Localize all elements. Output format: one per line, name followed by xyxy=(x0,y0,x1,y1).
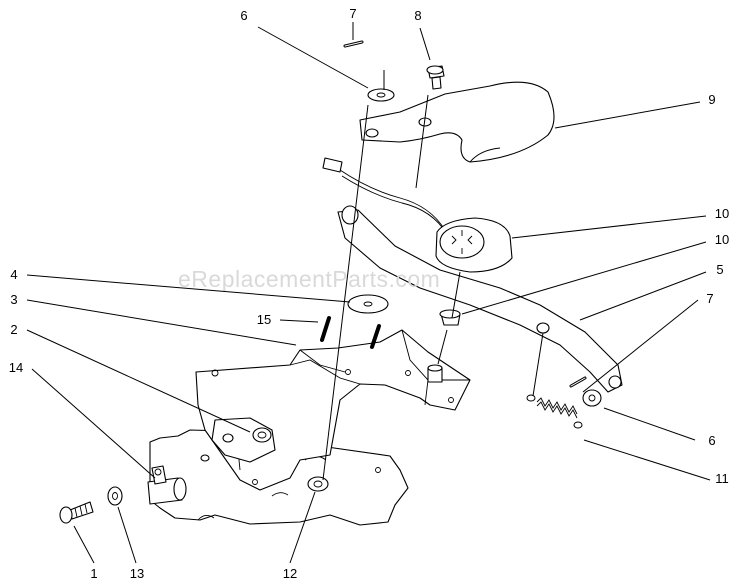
callout-5: 5 xyxy=(716,262,723,277)
washer-13 xyxy=(107,486,123,506)
callout-3: 3 xyxy=(10,292,17,307)
callout-14: 14 xyxy=(9,360,23,375)
callout-1: 1 xyxy=(90,566,97,581)
callout-15: 15 xyxy=(257,312,271,327)
callout-6: 6 xyxy=(708,433,715,448)
cotter-pin-7-top xyxy=(343,40,364,48)
bolt xyxy=(59,501,94,524)
callout-8: 8 xyxy=(414,8,421,23)
washer-6-top xyxy=(367,88,395,102)
callout-10: 10 xyxy=(715,206,729,221)
callout-11: 11 xyxy=(715,471,729,486)
callout-7: 7 xyxy=(706,291,713,306)
callout-10: 10 xyxy=(715,232,729,247)
leader-lines xyxy=(26,22,711,564)
washer-6-right xyxy=(582,389,602,407)
callout-12: 12 xyxy=(283,566,297,581)
bushing-lower xyxy=(427,309,461,383)
nut-12 xyxy=(307,476,329,492)
watermark-text: eReplacementParts.com xyxy=(178,266,440,292)
callout-2: 2 xyxy=(10,322,17,337)
lever-arm xyxy=(337,205,623,393)
pivot-rod xyxy=(147,465,187,505)
callout-13: 13 xyxy=(130,566,144,581)
callout-4: 4 xyxy=(10,267,17,282)
sensor-module xyxy=(435,217,513,273)
assembly-center-lines xyxy=(322,70,544,481)
callout-6: 6 xyxy=(240,8,247,23)
callout-labels: 6 7 8 9 10 10 5 7 6 11 4 3 2 14 15 1 13 … xyxy=(9,6,729,581)
bracket-with-nut xyxy=(200,417,276,463)
spring-pins xyxy=(320,316,381,349)
callout-9: 9 xyxy=(708,92,715,107)
cotter-pin-7-right xyxy=(569,376,587,388)
bolt-8 xyxy=(426,65,445,90)
callout-7: 7 xyxy=(349,6,356,21)
spring-11 xyxy=(526,394,583,429)
washer-4 xyxy=(347,294,389,314)
